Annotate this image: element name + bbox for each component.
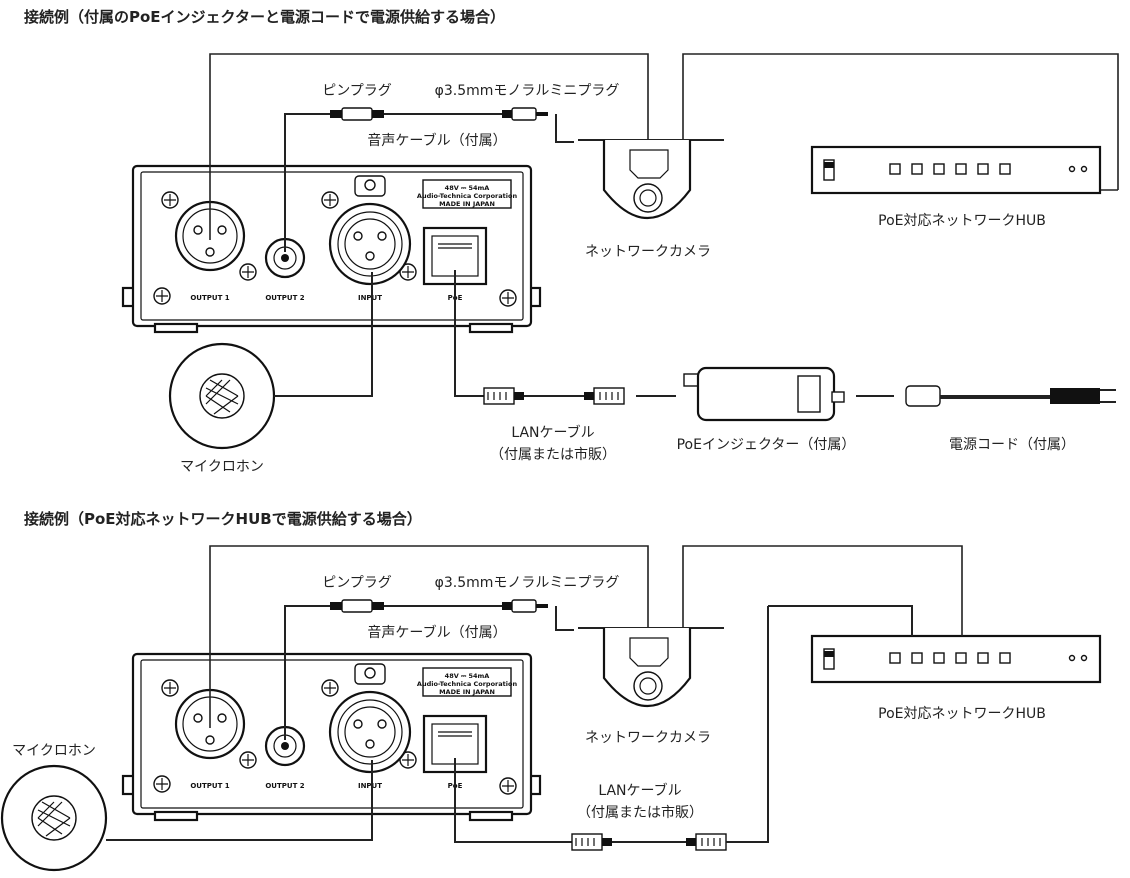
diagram-2-title: 接続例（PoE対応ネットワークHUBで電源供給する場合） (24, 510, 422, 528)
sticker-line3: MADE IN JAPAN (439, 688, 495, 696)
poe-rj45-port: 48V ⎓ 54mA Audio-Technica Corporation MA… (417, 179, 518, 307)
poe-injector-label: PoEインジェクター（付属） (676, 437, 856, 453)
mini-plug-icon (502, 599, 548, 613)
network-camera-icon (578, 139, 724, 220)
poe-hub-icon (810, 145, 1102, 195)
device-panel-2: 48V ⎓ 54mA Audio-Technica Corporation MA… (121, 652, 542, 822)
sticker-line1: 48V ⎓ 54mA (445, 184, 490, 192)
mini-plug-label-1: φ3.5mmモノラルミニプラグ (434, 83, 620, 99)
output1-to-camera-line (209, 53, 649, 240)
audio-cable-label-2: 音声ケーブル（付属） (367, 625, 507, 641)
lan-cable-label-2b: （付属または市販） (577, 805, 703, 821)
output2-label: OUTPUT 2 (265, 782, 304, 790)
poe-hub-label-1: PoE対応ネットワークHUB (878, 213, 1046, 229)
input-label: INPUT (358, 782, 382, 790)
poe-hub-label-2: PoE対応ネットワークHUB (878, 706, 1046, 722)
network-camera-label-1: ネットワークカメラ (585, 244, 711, 260)
power-cord-label: 電源コード（付属） (949, 437, 1075, 453)
camera-to-hub-line-2 (682, 545, 963, 628)
network-camera-label-2: ネットワークカメラ (585, 730, 711, 746)
output2-label: OUTPUT 2 (265, 294, 304, 302)
pin-plug-label-2: ピンプラグ (322, 575, 392, 591)
input-label: INPUT (358, 294, 382, 302)
diagram-2-graphics: 48V ⎓ 54mA Audio-Technica Corporation MA… (0, 545, 1102, 872)
lan-cable-label-1b: （付属または市販） (490, 447, 616, 463)
mini-plug-label-2: φ3.5mmモノラルミニプラグ (434, 575, 620, 591)
sticker-line3: MADE IN JAPAN (439, 200, 495, 208)
mic-to-input-line (274, 272, 373, 397)
sticker-line1: 48V ⎓ 54mA (445, 672, 490, 680)
input-xlr-connector (321, 175, 417, 286)
sticker-line2: Audio-Technica Corporation (417, 680, 518, 688)
lan-connector-2a (571, 833, 612, 851)
microphone-label-2: マイクロホン (12, 743, 96, 759)
output1-label: OUTPUT 1 (190, 294, 229, 302)
audio-cable-label-1: 音声ケーブル（付属） (367, 133, 507, 149)
microphone-icon (0, 764, 108, 872)
lan-connector-1a (483, 387, 524, 405)
device-panel-1: 48V ⎓ 54mA Audio-Technica Corporation MA… (121, 164, 542, 334)
camera-to-hub-line (682, 53, 1119, 190)
output1-label: OUTPUT 1 (190, 782, 229, 790)
pin-plug-label-1: ピンプラグ (322, 83, 392, 99)
microphone-label-1: マイクロホン (180, 459, 264, 475)
poe-injector-icon (683, 366, 845, 422)
lan-connector-1b (584, 387, 625, 405)
lan-connector-2b (686, 833, 727, 851)
output2-audio-line (284, 113, 330, 252)
lan-cable-label-1a: LANケーブル (511, 425, 595, 441)
microphone-icon (168, 342, 276, 450)
lan-cable-label-2a: LANケーブル (598, 783, 682, 799)
pin-plug-icon (330, 599, 384, 613)
pin-plug-icon (330, 107, 384, 121)
sticker-line2: Audio-Technica Corporation (417, 192, 518, 200)
diagram-1-title: 接続例（付属のPoEインジェクターと電源コードで電源供給する場合） (24, 8, 505, 26)
diagram-1-graphics: 48V ⎓ 54mA Audio-Technica Corporation MA… (121, 53, 1119, 450)
mini-plug-icon (502, 107, 548, 121)
network-camera-icon (578, 627, 724, 708)
poe-port-line (454, 270, 484, 397)
power-cord-icon (905, 385, 1116, 407)
poe-hub-icon (768, 605, 1102, 684)
